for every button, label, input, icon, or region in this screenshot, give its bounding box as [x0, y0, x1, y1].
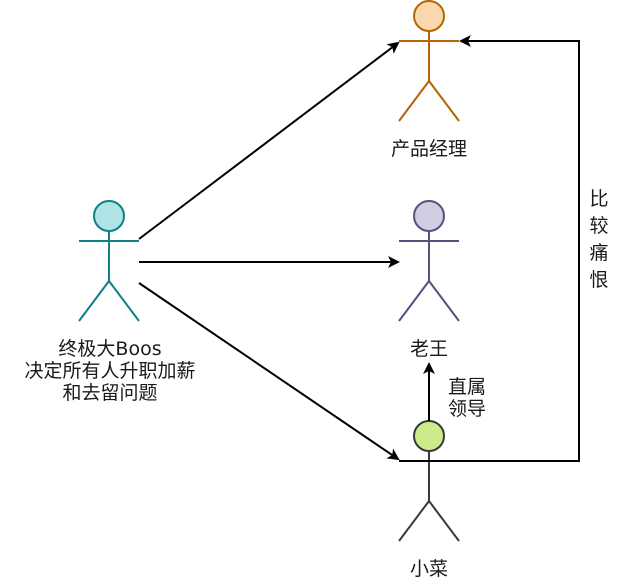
direct-leader-label: 直属 领导 — [442, 376, 492, 420]
compare-char-3: 痛 — [589, 242, 609, 264]
pm-label: 产品经理 — [390, 138, 467, 160]
wang-head — [413, 200, 445, 232]
edge-newbie-to-pm[interactable] — [399, 35, 580, 462]
direct-leader-line1: 直属 — [447, 376, 486, 398]
compare-char-1: 比 — [589, 188, 609, 210]
wang-leg-left — [398, 280, 430, 322]
wang-label: 老王 — [409, 338, 448, 360]
boss-leg-right — [108, 280, 140, 322]
newbie-leg-right — [428, 500, 460, 542]
compare-char-2: 较 — [589, 215, 609, 237]
edge-boss-to-newbie[interactable] — [138, 282, 400, 461]
pm-actor[interactable] — [398, 0, 460, 122]
pm-leg-right — [428, 80, 460, 122]
boss-label: 终极大Boos 决定所有人升职加薪 和去留问题 — [0, 338, 220, 404]
boss-head — [93, 200, 125, 232]
newbie-label: 小菜 — [409, 558, 448, 580]
newbie-head — [413, 420, 445, 452]
direct-leader-line2: 领导 — [447, 398, 486, 420]
boss-desc-line1: 决定所有人升职加薪 — [24, 360, 196, 382]
newbie-actor[interactable] — [398, 420, 460, 542]
edge-boss-to-pm[interactable] — [138, 41, 400, 240]
pm-head — [413, 0, 445, 32]
boss-name: 终极大Boos — [58, 338, 162, 360]
boss-desc-line2: 和去留问题 — [62, 382, 158, 404]
pm-leg-left — [398, 80, 430, 122]
newbie-leg-left — [398, 500, 430, 542]
wang-leg-right — [428, 280, 460, 322]
compare-label: 比 较 痛 恨 — [584, 186, 614, 294]
boss-actor[interactable] — [78, 200, 140, 322]
wang-actor[interactable] — [398, 200, 460, 322]
compare-char-4: 恨 — [589, 269, 609, 291]
boss-leg-left — [78, 280, 110, 322]
